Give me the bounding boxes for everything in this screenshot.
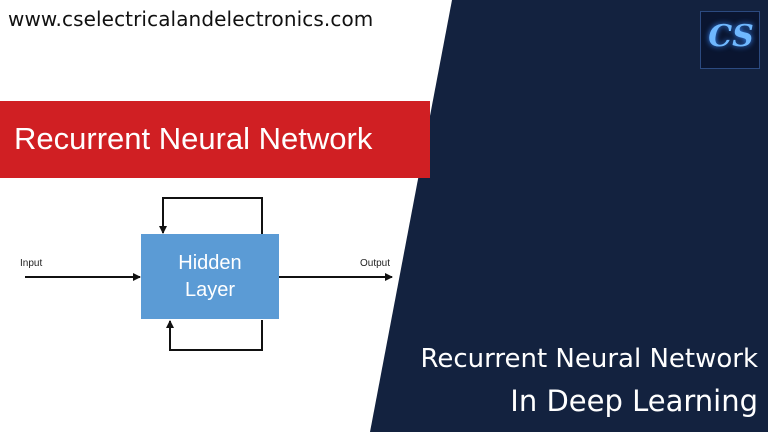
site-logo: CS xyxy=(700,11,760,69)
title-line2: In Deep Learning xyxy=(510,384,758,418)
hidden-layer-line1: Hidden xyxy=(178,251,242,274)
diagram-heading: Recurrent Neural Network xyxy=(14,121,373,156)
input-label: Input xyxy=(20,258,43,269)
hidden-layer-node: Hidden Layer xyxy=(141,234,279,319)
logo-text: CS xyxy=(708,19,754,54)
hidden-layer-line2: Layer xyxy=(184,278,236,301)
title-line1: Recurrent Neural Network xyxy=(420,344,758,374)
dark-panel xyxy=(370,0,768,432)
site-url[interactable]: www.cselectricalandelectronics.com xyxy=(8,7,374,31)
heading-banner xyxy=(0,101,430,178)
top-feedback-loop xyxy=(159,197,263,234)
bottom-feedback-loop xyxy=(166,320,263,351)
output-label: Output xyxy=(360,258,391,269)
